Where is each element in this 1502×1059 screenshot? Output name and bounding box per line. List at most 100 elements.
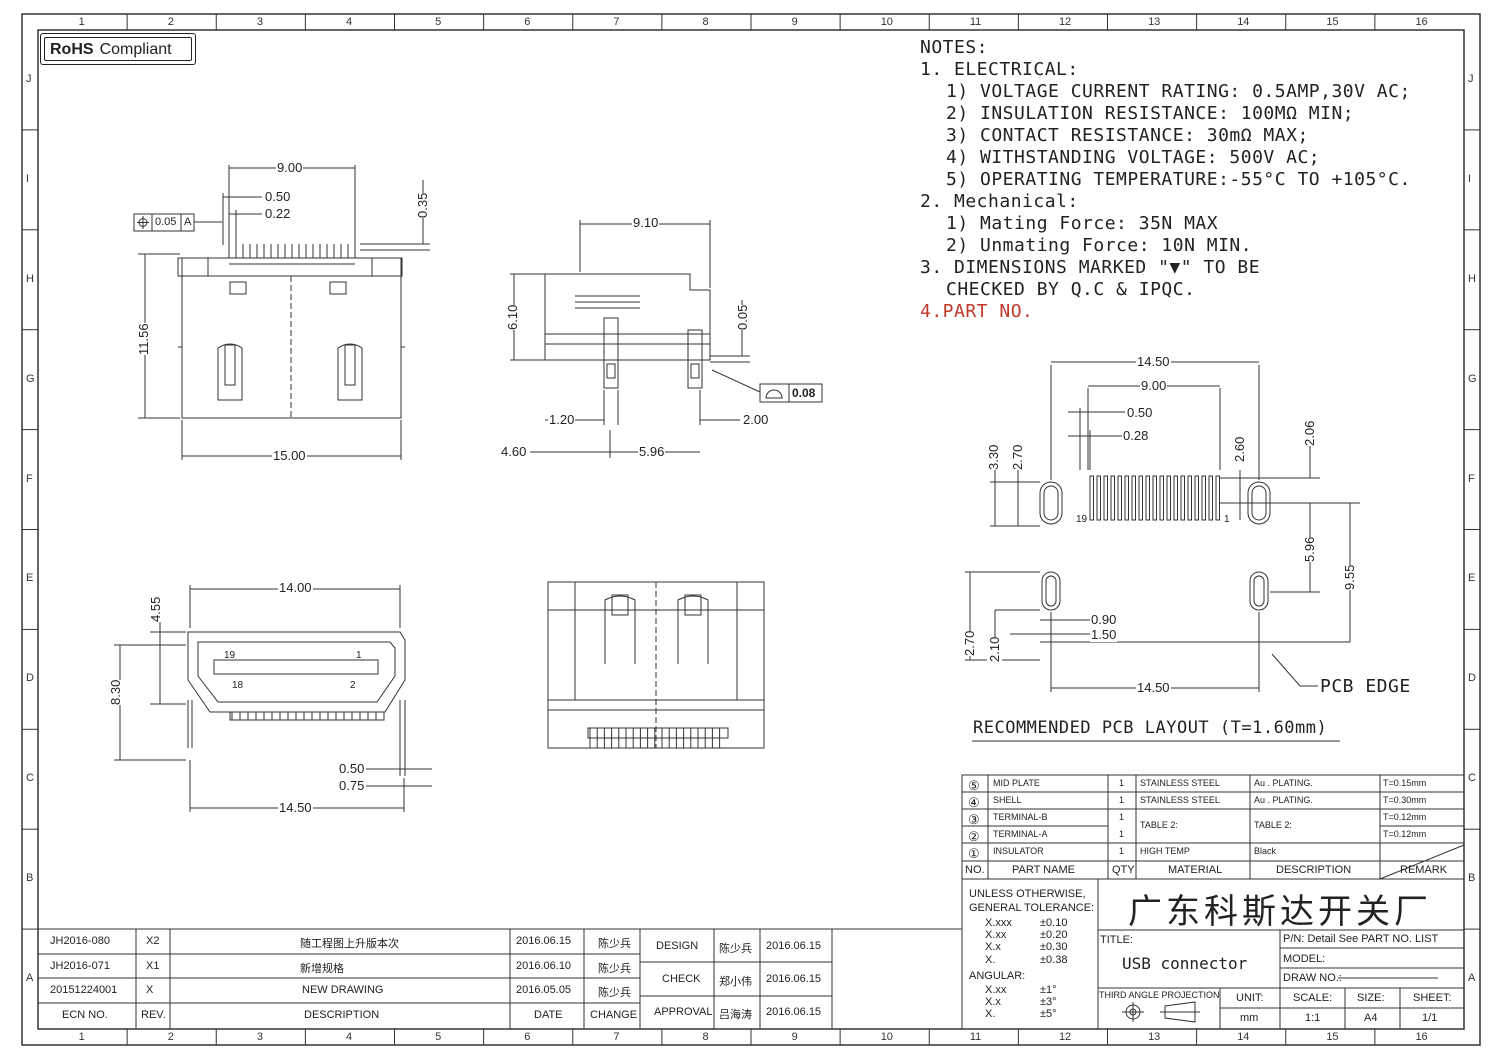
pcb-layout-title: RECOMMENDED PCB LAYOUT (T=1.60mm) <box>973 718 1328 738</box>
approval-role-2: APPROVAL <box>654 1006 713 1018</box>
dim-14-50: 14.50 <box>278 800 313 815</box>
grid-col-top-10: 10 <box>880 16 893 28</box>
pcb-dim-2-06: 2.06 <box>1302 420 1317 446</box>
notes-electrical: 1. ELECTRICAL: <box>920 59 1079 80</box>
rev-rev-1: X1 <box>146 959 160 972</box>
grid-col-bottom-4: 4 <box>345 1031 353 1043</box>
ang-val-xxx: ±1° <box>1040 984 1057 996</box>
dim-0-22: 0.22 <box>264 206 292 221</box>
pcb-dim-9-00: 9.00 <box>1140 378 1168 393</box>
rev-by-2: 陈少兵 <box>598 987 631 999</box>
tol-val-x: ±0.38 <box>1040 954 1068 966</box>
pcb-dim-0-50: 0.50 <box>1126 405 1154 420</box>
pcb-dim-0-28: 0.28 <box>1122 428 1150 443</box>
notes-mechanical: 2. Mechanical: <box>920 191 1079 212</box>
approval-date-0: 2016.06.15 <box>766 940 822 952</box>
tol-key-xxxx: X.xxx <box>985 917 1012 929</box>
rev-desc-1: 新增规格 <box>300 962 344 975</box>
draw-no-label: DRAW NO.: <box>1283 972 1342 984</box>
rev-ecn-2: 20151224001 <box>50 984 118 996</box>
grid-row-left-D: D <box>26 672 34 685</box>
grid-row-left-E: E <box>26 572 34 585</box>
tol-key-xxx: X.xx <box>985 929 1007 941</box>
dim-0-50-front: 0.50 <box>338 761 366 776</box>
dim-0-05: 0.05 <box>735 304 750 330</box>
dim-8-30: 8.30 <box>108 679 123 705</box>
grid-col-bottom-12: 12 <box>1058 1031 1072 1043</box>
bom-header-desc: DESCRIPTION <box>1276 864 1352 876</box>
ang-key-xxx: X.xx <box>985 984 1007 996</box>
grid-row-right-B: B <box>1468 872 1476 885</box>
ang-key-x: X. <box>985 1008 996 1020</box>
pcb-dim-9-55: 9.55 <box>1342 564 1357 590</box>
grid-row-left-G: G <box>26 372 35 385</box>
dim-5-96: 5.96 <box>638 444 666 459</box>
bom-mat-2: TABLE 2: <box>1140 820 1178 830</box>
bom-qty-2: 1 <box>1119 812 1125 822</box>
bom-no-3: ② <box>968 829 980 844</box>
rev-header-desc: DESCRIPTION <box>304 1009 380 1021</box>
pcb-dim-2-60: 2.60 <box>1232 436 1247 462</box>
approval-name-1: 郑小伟 <box>719 976 752 988</box>
grid-col-top-6: 6 <box>524 16 531 28</box>
pcb-dim-0-90: 0.90 <box>1090 612 1118 627</box>
rev-header-rev: REV. <box>141 1009 166 1021</box>
grid-col-bottom-11: 11 <box>969 1031 982 1043</box>
grid-row-left-I: I <box>26 172 30 185</box>
grid-col-top-9: 9 <box>791 16 798 28</box>
dim-1-20: 1.20 <box>548 412 576 427</box>
notes-dims2: CHECKED BY Q.C & IPQC. <box>946 279 1196 300</box>
grid-row-right-D: D <box>1468 672 1476 685</box>
tol-val-xxxx: ±0.10 <box>1040 917 1068 929</box>
pcb-dim-2-70: 2.70 <box>1010 444 1025 470</box>
bom-mat-4: HIGH TEMP <box>1140 846 1190 856</box>
bom-name-3: TERMINAL-A <box>993 829 1048 839</box>
sheet-label: SHEET: <box>1413 992 1452 1004</box>
grid-col-top-5: 5 <box>435 16 442 28</box>
pcb-dim-14-50-top: 14.50 <box>1136 354 1171 369</box>
grid-col-bottom-10: 10 <box>880 1031 893 1043</box>
bom-table-lines <box>961 774 1465 880</box>
dim-0-50: 0.50 <box>264 189 292 204</box>
approval-name-0: 陈少兵 <box>719 943 752 955</box>
grid-row-left-F: F <box>26 472 33 485</box>
company-name: 广东科斯达开关厂 <box>1128 892 1432 932</box>
bom-header-mat: MATERIAL <box>1168 864 1223 876</box>
grid-row-right-H: H <box>1468 272 1476 285</box>
grid-row-right-E: E <box>1468 572 1476 585</box>
view-top <box>133 165 430 460</box>
grid-col-top-14: 14 <box>1237 16 1250 28</box>
scale-value: 1:1 <box>1305 1012 1321 1024</box>
tol-key-x: X. <box>985 954 996 966</box>
pin-label-19: 19 <box>224 650 236 661</box>
bom-rem-1: T=0.30mm <box>1383 795 1427 805</box>
approval-date-1: 2016.06.15 <box>766 973 822 985</box>
rev-header-change: CHANGE <box>590 1009 638 1021</box>
pin-label-1: 1 <box>356 650 362 661</box>
dim-0-35: 0.35 <box>415 192 430 218</box>
grid-col-top-12: 12 <box>1058 16 1072 28</box>
notes-e1: 1) VOLTAGE CURRENT RATING: 0.5AMP,30V AC… <box>946 81 1411 102</box>
grid-col-top-11: 11 <box>969 16 982 28</box>
grid-row-left-B: B <box>26 872 34 885</box>
grid-col-bottom-9: 9 <box>791 1031 798 1043</box>
grid-col-bottom-15: 15 <box>1326 1031 1339 1043</box>
size-value: A4 <box>1364 1012 1378 1024</box>
grid-col-top-7: 7 <box>613 16 620 28</box>
bom-rem-2: T=0.12mm <box>1383 812 1427 822</box>
drawing-title: USB connector <box>1122 954 1248 973</box>
unit-label: UNIT: <box>1236 992 1264 1004</box>
grid-row-left-A: A <box>26 972 34 985</box>
pcb-dim-14-50-bottom: 14.50 <box>1136 680 1171 695</box>
view-side <box>510 220 823 458</box>
grid-col-top-2: 2 <box>167 16 174 28</box>
grid-col-bottom-16: 16 <box>1415 1031 1428 1043</box>
part-number: P/N: Detail See PART NO. LIST <box>1283 933 1439 945</box>
bom-no-1: ④ <box>968 795 980 810</box>
pcb-dim-5-96: 5.96 <box>1302 536 1317 562</box>
dim-14-00: 14.00 <box>278 580 313 595</box>
notes-part: 4.PART NO. <box>920 301 1034 322</box>
grid-col-bottom-13: 13 <box>1148 1031 1161 1043</box>
